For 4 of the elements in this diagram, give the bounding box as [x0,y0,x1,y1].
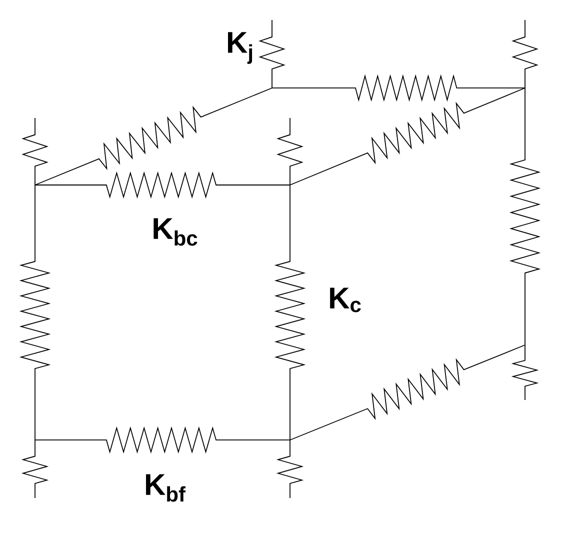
spring-label: K$_{c}$ [330,288,361,312]
spring-label: K$_{j}$ [228,32,252,64]
spring-label: K$_{bc}$ [154,218,198,246]
spring-label: K$_{bf}$ [146,474,186,502]
